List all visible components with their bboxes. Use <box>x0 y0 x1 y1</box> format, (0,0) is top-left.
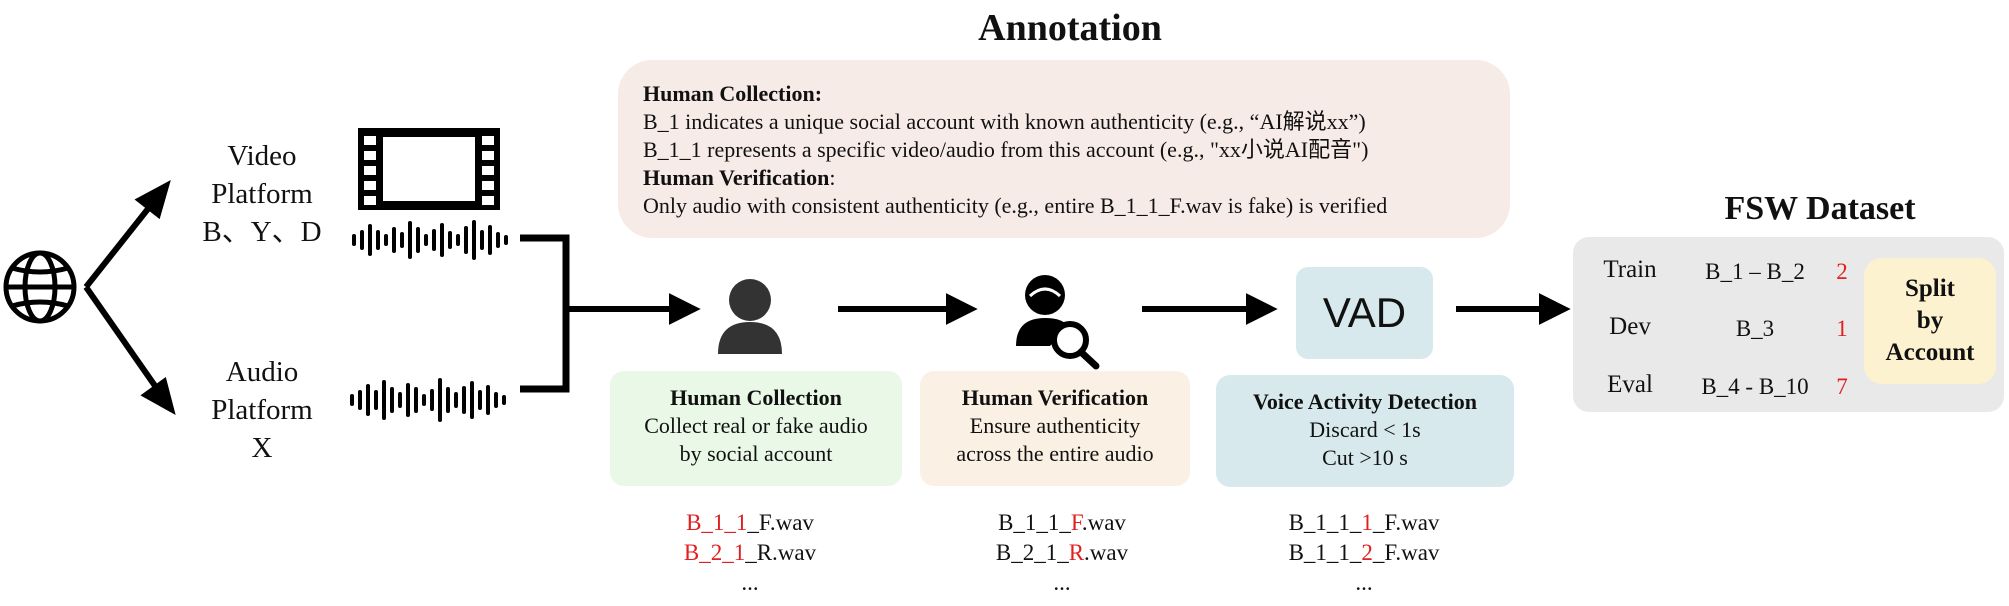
step-title: Human Collection <box>670 385 842 410</box>
merge-bracket <box>520 234 570 393</box>
dataset-row-range: B_1 – B_2 <box>1705 259 1805 284</box>
human-collection-box: Human Collection Collect real or fake au… <box>610 371 902 486</box>
vad-file-list: B_1_1_1_F.wav B_1_1_2_F.wav ... <box>1234 508 1494 598</box>
ellipsis: ... <box>741 570 759 595</box>
annotation-description-box: Human Collection: B_1 indicates a unique… <box>618 60 1510 238</box>
step-title: Voice Activity Detection <box>1252 389 1477 414</box>
step-text: Discard < 1s <box>1309 417 1421 442</box>
human-verification-box: Human Verification Ensure authenticity a… <box>920 371 1190 486</box>
annotation-line: B_1_1 represents a specific video/audio … <box>643 137 1369 162</box>
step-text: Collect real or fake audio <box>644 413 868 438</box>
split-by-account-box: Split by Account <box>1864 258 1996 384</box>
file-name: B_2_1_R.wav <box>683 540 817 565</box>
verification-file-list: B_1_1_F.wav B_2_1_R.wav ... <box>932 508 1192 598</box>
dataset-row-label: Eval <box>1607 371 1653 398</box>
step-text: Ensure authenticity <box>969 413 1141 438</box>
file-name: B_1_1_F.wav <box>998 510 1126 535</box>
step-text: across the entire audio <box>956 441 1154 466</box>
file-name: B_1_1_F.wav <box>686 510 814 535</box>
annotation-heading-collection: Human Collection: <box>643 81 823 106</box>
audio-platform-label: Audio Platform X <box>211 356 313 464</box>
annotation-line: Only audio with consistent authenticity … <box>643 193 1388 218</box>
globe-icon <box>3 250 77 324</box>
annotation-line: B_1 indicates a unique social account wi… <box>643 109 1366 134</box>
dataset-row-range: B_3 <box>1735 316 1775 341</box>
waveform-icon <box>352 220 508 260</box>
file-name: B_1_1_1_F.wav <box>1288 510 1440 535</box>
person-search-icon <box>1016 275 1100 370</box>
dataset-row-range: B_4 - B_10 <box>1701 374 1809 399</box>
collection-file-list: B_1_1_F.wav B_2_1_R.wav ... <box>620 508 880 598</box>
dataset-row-label: Train <box>1603 256 1657 283</box>
step-text: by social account <box>679 441 833 466</box>
dataset-row-label: Dev <box>1609 313 1651 340</box>
dataset-row-count: 2 <box>1836 259 1848 284</box>
vad-box: VAD <box>1296 267 1433 359</box>
dataset-title: FSW Dataset <box>1724 190 1916 227</box>
video-platform-label: Video Platform B、Y、D <box>202 140 322 248</box>
annotation-heading-verification: Human Verification: <box>643 165 836 190</box>
annotation-title: Annotation <box>978 7 1162 49</box>
vad-description-box: Voice Activity Detection Discard < 1s Cu… <box>1216 375 1514 487</box>
dataset-row-count: 7 <box>1836 374 1848 399</box>
person-icon <box>718 279 782 354</box>
step-title: Human Verification <box>961 385 1149 410</box>
ellipsis: ... <box>1355 570 1373 595</box>
flow-arrows <box>568 293 1571 325</box>
waveform-icon <box>350 378 506 422</box>
file-name: B_2_1_R.wav <box>995 540 1129 565</box>
ellipsis: ... <box>1053 570 1071 595</box>
step-text: Cut >10 s <box>1322 445 1408 470</box>
dataset-row-count: 1 <box>1836 316 1848 341</box>
film-icon <box>358 128 500 210</box>
file-name: B_1_1_2_F.wav <box>1288 540 1440 565</box>
branch-arrows <box>83 179 176 416</box>
